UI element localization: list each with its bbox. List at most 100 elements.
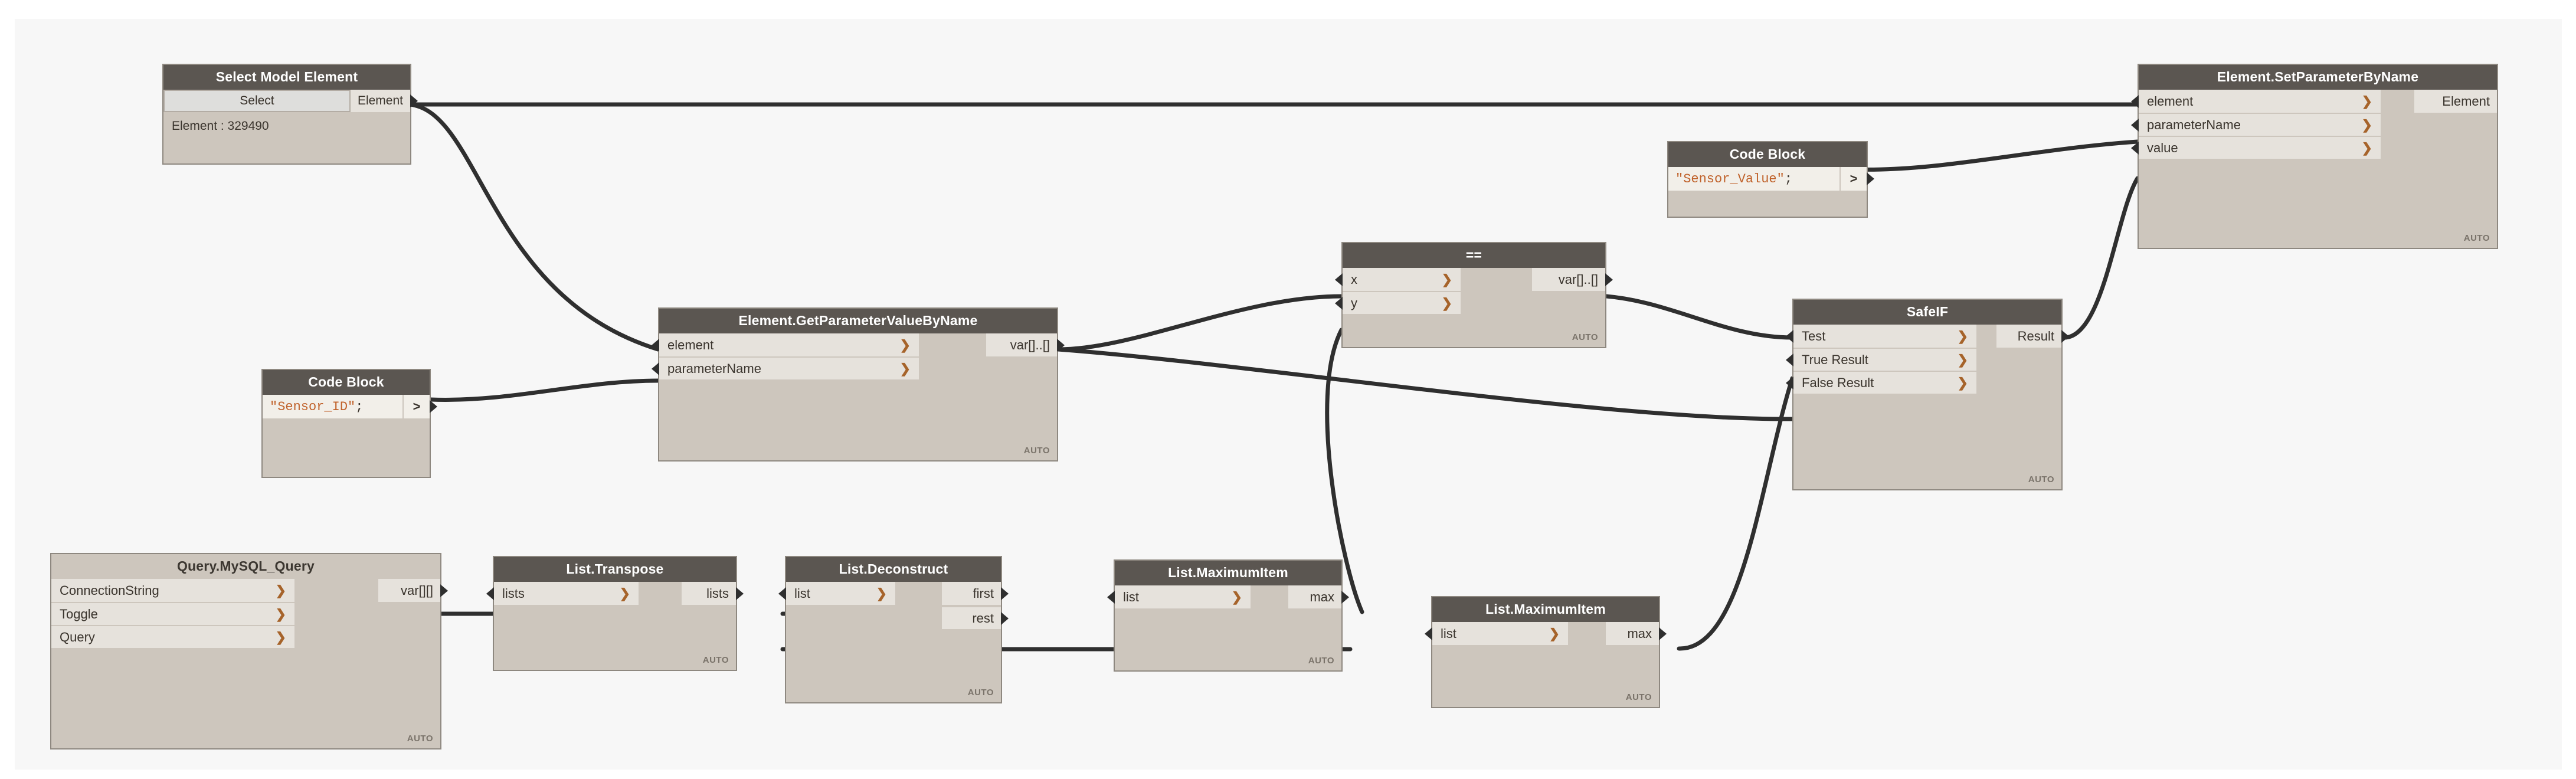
output-connector-nub[interactable] — [1057, 338, 1065, 352]
output-port-label: Element — [357, 94, 403, 107]
output-port-var[interactable]: var[]..[] — [1532, 268, 1613, 291]
output-port-var[interactable]: var[][] — [378, 579, 448, 602]
input-port-query[interactable]: Query ❯ — [51, 625, 294, 648]
input-port-lists[interactable]: lists ❯ — [486, 582, 639, 605]
input-port-false-result[interactable]: False Result ❯ — [1786, 371, 1976, 394]
node-list-maximum-item-1[interactable]: List.MaximumItem list ❯ max AUTO — [1107, 559, 1349, 672]
input-connector-nub[interactable] — [1425, 627, 1432, 640]
input-port-toggle[interactable]: Toggle ❯ — [51, 602, 294, 625]
output-port-label: var[]..[] — [1558, 271, 1598, 287]
chevron-right-icon: ❯ — [1957, 375, 1968, 390]
input-port-list[interactable]: list ❯ — [1425, 622, 1568, 645]
input-connector-nub[interactable] — [1107, 590, 1115, 604]
run-state-badge: AUTO — [1308, 656, 1334, 666]
input-port-list: x ❯ y ❯ — [1335, 268, 1461, 314]
output-port-first[interactable]: first — [942, 582, 1009, 605]
output-connector-nub[interactable] — [1867, 172, 1874, 185]
node-list-transpose[interactable]: List.Transpose lists ❯ lists AUTO — [486, 556, 744, 671]
output-port-label: var[]..[] — [1010, 337, 1050, 352]
output-port-max[interactable]: max — [1606, 622, 1667, 645]
input-port-label: list — [1123, 589, 1139, 604]
input-connector-nub[interactable] — [2131, 141, 2139, 155]
input-connector-nub[interactable] — [1335, 296, 1343, 310]
node-list-deconstruct[interactable]: List.Deconstruct list ❯ first rest — [778, 556, 1009, 703]
output-connector-nub[interactable] — [736, 587, 744, 600]
output-connector-nub[interactable] — [440, 584, 448, 597]
code-string-literal: "Sensor_Value" — [1675, 171, 1785, 186]
node-title: Select Model Element — [163, 65, 410, 90]
input-port-label: element — [667, 337, 714, 352]
input-port-list: list ❯ — [778, 582, 895, 605]
wire-element-to-getparam — [408, 102, 660, 352]
node-safeif[interactable]: SafeIF Test ❯ True Result ❯ Fa — [1786, 293, 2069, 490]
chevron-right-icon: ❯ — [275, 606, 286, 621]
input-port-element[interactable]: element ❯ — [2131, 90, 2381, 113]
input-port-parametername[interactable]: parameterName ❯ — [2131, 113, 2381, 136]
output-port[interactable]: > — [1839, 167, 1874, 191]
node-code-block-sensor-value[interactable]: Code Block "Sensor_Value"; > — [1667, 141, 1874, 218]
output-port-result[interactable]: Result — [1996, 325, 2069, 348]
input-connector-nub[interactable] — [2131, 94, 2139, 108]
input-connector-nub[interactable] — [486, 587, 494, 600]
code-block-editor[interactable]: "Sensor_Value"; — [1668, 167, 1839, 191]
select-button[interactable]: Select — [163, 90, 351, 112]
node-title: List.MaximumItem — [1115, 561, 1341, 585]
input-connector-nub[interactable] — [1786, 353, 1793, 366]
run-state-badge: AUTO — [1023, 446, 1050, 456]
wire-safeif-to-setparam-value — [2060, 176, 2140, 340]
output-port-lists[interactable]: lists — [682, 582, 744, 605]
output-connector-nub[interactable] — [1341, 590, 1349, 604]
input-connector-nub[interactable] — [2131, 118, 2139, 132]
input-port-list: list ❯ — [1425, 622, 1568, 645]
output-connector-nub[interactable] — [410, 94, 418, 107]
chevron-right-icon: ❯ — [899, 337, 911, 352]
output-port-max[interactable]: max — [1288, 585, 1349, 608]
node-list-maximum-item-2[interactable]: List.MaximumItem list ❯ max AUTO — [1425, 596, 1667, 708]
input-port-parametername[interactable]: parameterName ❯ — [652, 356, 919, 379]
dynamo-canvas[interactable]: Select Model Element Select Element Elem… — [15, 19, 2562, 770]
node-title: List.MaximumItem — [1432, 597, 1659, 622]
input-port-list[interactable]: list ❯ — [1107, 585, 1251, 608]
chevron-right-icon: ❯ — [1441, 271, 1452, 287]
output-connector-nub[interactable] — [1001, 587, 1009, 600]
input-connector-nub[interactable] — [778, 587, 786, 600]
node-equals[interactable]: == x ❯ y ❯ var[]..[] — [1335, 242, 1613, 348]
input-connector-nub[interactable] — [1786, 329, 1793, 343]
input-port-label: parameterName — [2147, 117, 2241, 132]
input-connector-nub[interactable] — [1786, 376, 1793, 390]
output-port-element[interactable]: Element — [350, 90, 418, 112]
node-select-model-element[interactable]: Select Model Element Select Element Elem… — [162, 64, 418, 165]
output-port-rest[interactable]: rest — [942, 606, 1009, 629]
output-connector-nub[interactable] — [1605, 273, 1613, 286]
output-port[interactable]: > — [402, 395, 437, 418]
input-port-list[interactable]: list ❯ — [778, 582, 895, 605]
output-port-var[interactable]: var[]..[] — [986, 333, 1065, 356]
input-port-y[interactable]: y ❯ — [1335, 291, 1461, 314]
chevron-right-icon: ❯ — [1957, 352, 1968, 367]
output-connector-nub[interactable] — [2061, 329, 2069, 343]
output-connector-nub[interactable] — [1001, 611, 1009, 625]
input-port-true-result[interactable]: True Result ❯ — [1786, 348, 1976, 371]
code-block-editor[interactable]: "Sensor_ID"; — [263, 395, 402, 418]
input-port-test[interactable]: Test ❯ — [1786, 325, 1976, 348]
run-state-badge: AUTO — [967, 688, 994, 698]
input-connector-nub[interactable] — [1335, 273, 1343, 286]
input-port-element[interactable]: element ❯ — [652, 333, 919, 356]
node-element-get-parameter-value-by-name[interactable]: Element.GetParameterValueByName element … — [652, 307, 1065, 461]
node-element-set-parameter-by-name[interactable]: Element.SetParameterByName element ❯ par… — [2131, 64, 2498, 249]
input-port-value[interactable]: value ❯ — [2131, 136, 2381, 159]
output-port-label: rest — [972, 610, 994, 626]
output-connector-nub[interactable] — [430, 400, 437, 413]
node-title: Query.MySQL_Query — [51, 554, 440, 579]
chevron-right-icon: ❯ — [899, 361, 911, 376]
chevron-right-icon: ❯ — [619, 585, 630, 601]
input-connector-nub[interactable] — [652, 362, 659, 375]
input-port-connectionstring[interactable]: ConnectionString ❯ — [51, 579, 294, 602]
node-code-block-sensor-id[interactable]: Code Block "Sensor_ID"; > — [261, 369, 437, 478]
node-query-mysql-query[interactable]: Query.MySQL_Query ConnectionString ❯ Tog… — [50, 553, 448, 749]
input-port-list: lists ❯ — [486, 582, 639, 605]
input-connector-nub[interactable] — [652, 338, 659, 352]
output-port-element[interactable]: Element — [2414, 90, 2497, 113]
output-connector-nub[interactable] — [1659, 627, 1667, 640]
input-port-x[interactable]: x ❯ — [1335, 268, 1461, 291]
